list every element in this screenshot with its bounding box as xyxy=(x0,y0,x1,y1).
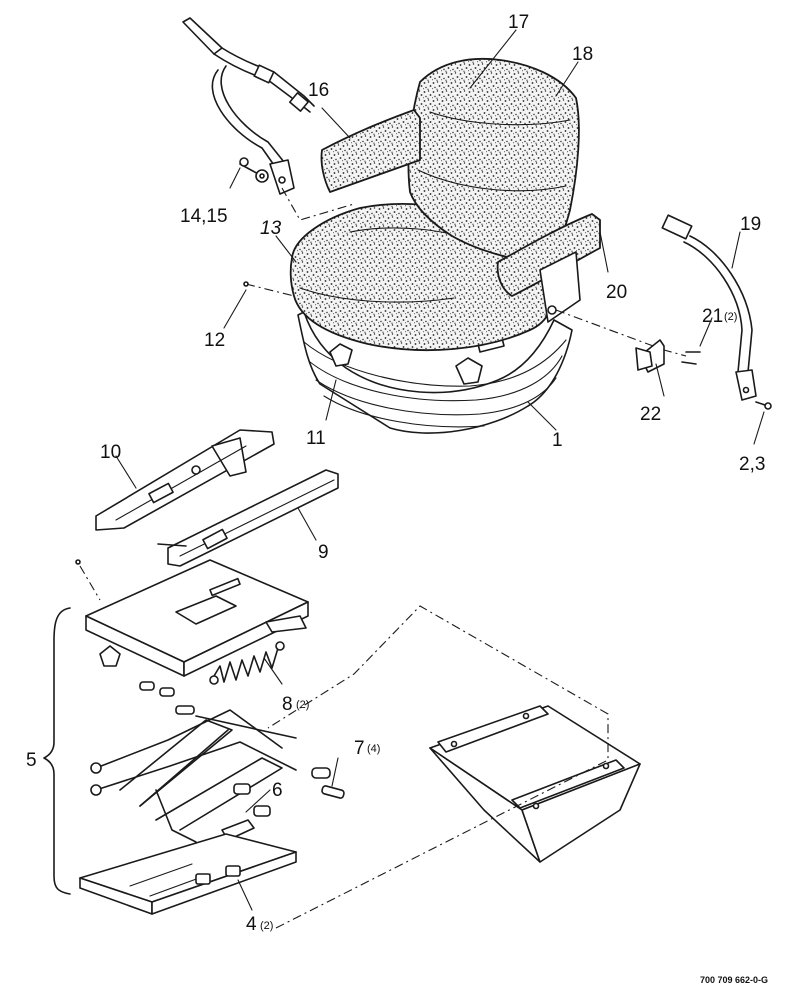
callout-8-qty: (2) xyxy=(296,699,309,711)
callout-20: 20 xyxy=(606,282,627,303)
mounting-pedestal xyxy=(429,705,641,863)
callout-21: 21 xyxy=(702,306,723,327)
suspension-base-plate xyxy=(79,833,297,915)
brace-5 xyxy=(43,607,71,895)
spring-8 xyxy=(209,641,285,685)
callout-7: 7 xyxy=(354,738,365,759)
seat-belt-right xyxy=(661,214,772,410)
callout-5: 5 xyxy=(26,750,37,771)
callout-4: 4 xyxy=(246,914,257,935)
bracket-leader xyxy=(555,309,687,357)
callout-9: 9 xyxy=(318,542,329,563)
callout-19: 19 xyxy=(740,214,761,235)
callout-17: 17 xyxy=(508,12,529,33)
callout-7-qty: (4) xyxy=(367,743,380,755)
drawing-number: 700 709 662-0-G xyxy=(700,975,768,985)
callout-11: 11 xyxy=(306,428,326,449)
pedestal-mount-outline xyxy=(267,605,609,929)
bolt-12-leader xyxy=(245,283,295,297)
rail-to-plate-leader xyxy=(79,565,101,601)
callout-labels: 1 2,3 4 (2) 5 6 7 (4) 8 (2) 9 10 11 12 1… xyxy=(26,12,768,985)
leader-lines xyxy=(115,29,765,911)
slide-rail-9 xyxy=(157,469,339,567)
callout-10: 10 xyxy=(100,442,121,463)
callout-6: 6 xyxy=(272,780,283,801)
screw-21 xyxy=(681,351,701,365)
screw-plate xyxy=(75,559,81,565)
bolt-14-15 xyxy=(239,157,269,183)
scissor-linkage xyxy=(90,709,331,843)
callout-1: 1 xyxy=(552,430,563,451)
callout-16: 16 xyxy=(308,80,329,101)
callout-14-15: 14,15 xyxy=(180,206,228,227)
callout-13: 13 xyxy=(260,218,282,239)
pins-upper xyxy=(139,681,195,715)
seat-assembly xyxy=(289,57,601,434)
bolt-7 xyxy=(321,785,345,799)
bracket-22 xyxy=(635,339,665,373)
callout-18: 18 xyxy=(572,44,593,65)
screw-12 xyxy=(243,281,249,287)
slide-rail-10 xyxy=(95,429,275,531)
callout-21-qty: (2) xyxy=(724,311,737,323)
suspension-top-plate xyxy=(85,559,309,677)
callout-2-3: 2,3 xyxy=(739,454,765,475)
callout-4-qty: (2) xyxy=(260,920,273,932)
callout-8: 8 xyxy=(282,694,293,715)
callout-12: 12 xyxy=(204,330,225,351)
seat-belt-left xyxy=(182,17,315,195)
callout-22: 22 xyxy=(640,404,661,425)
